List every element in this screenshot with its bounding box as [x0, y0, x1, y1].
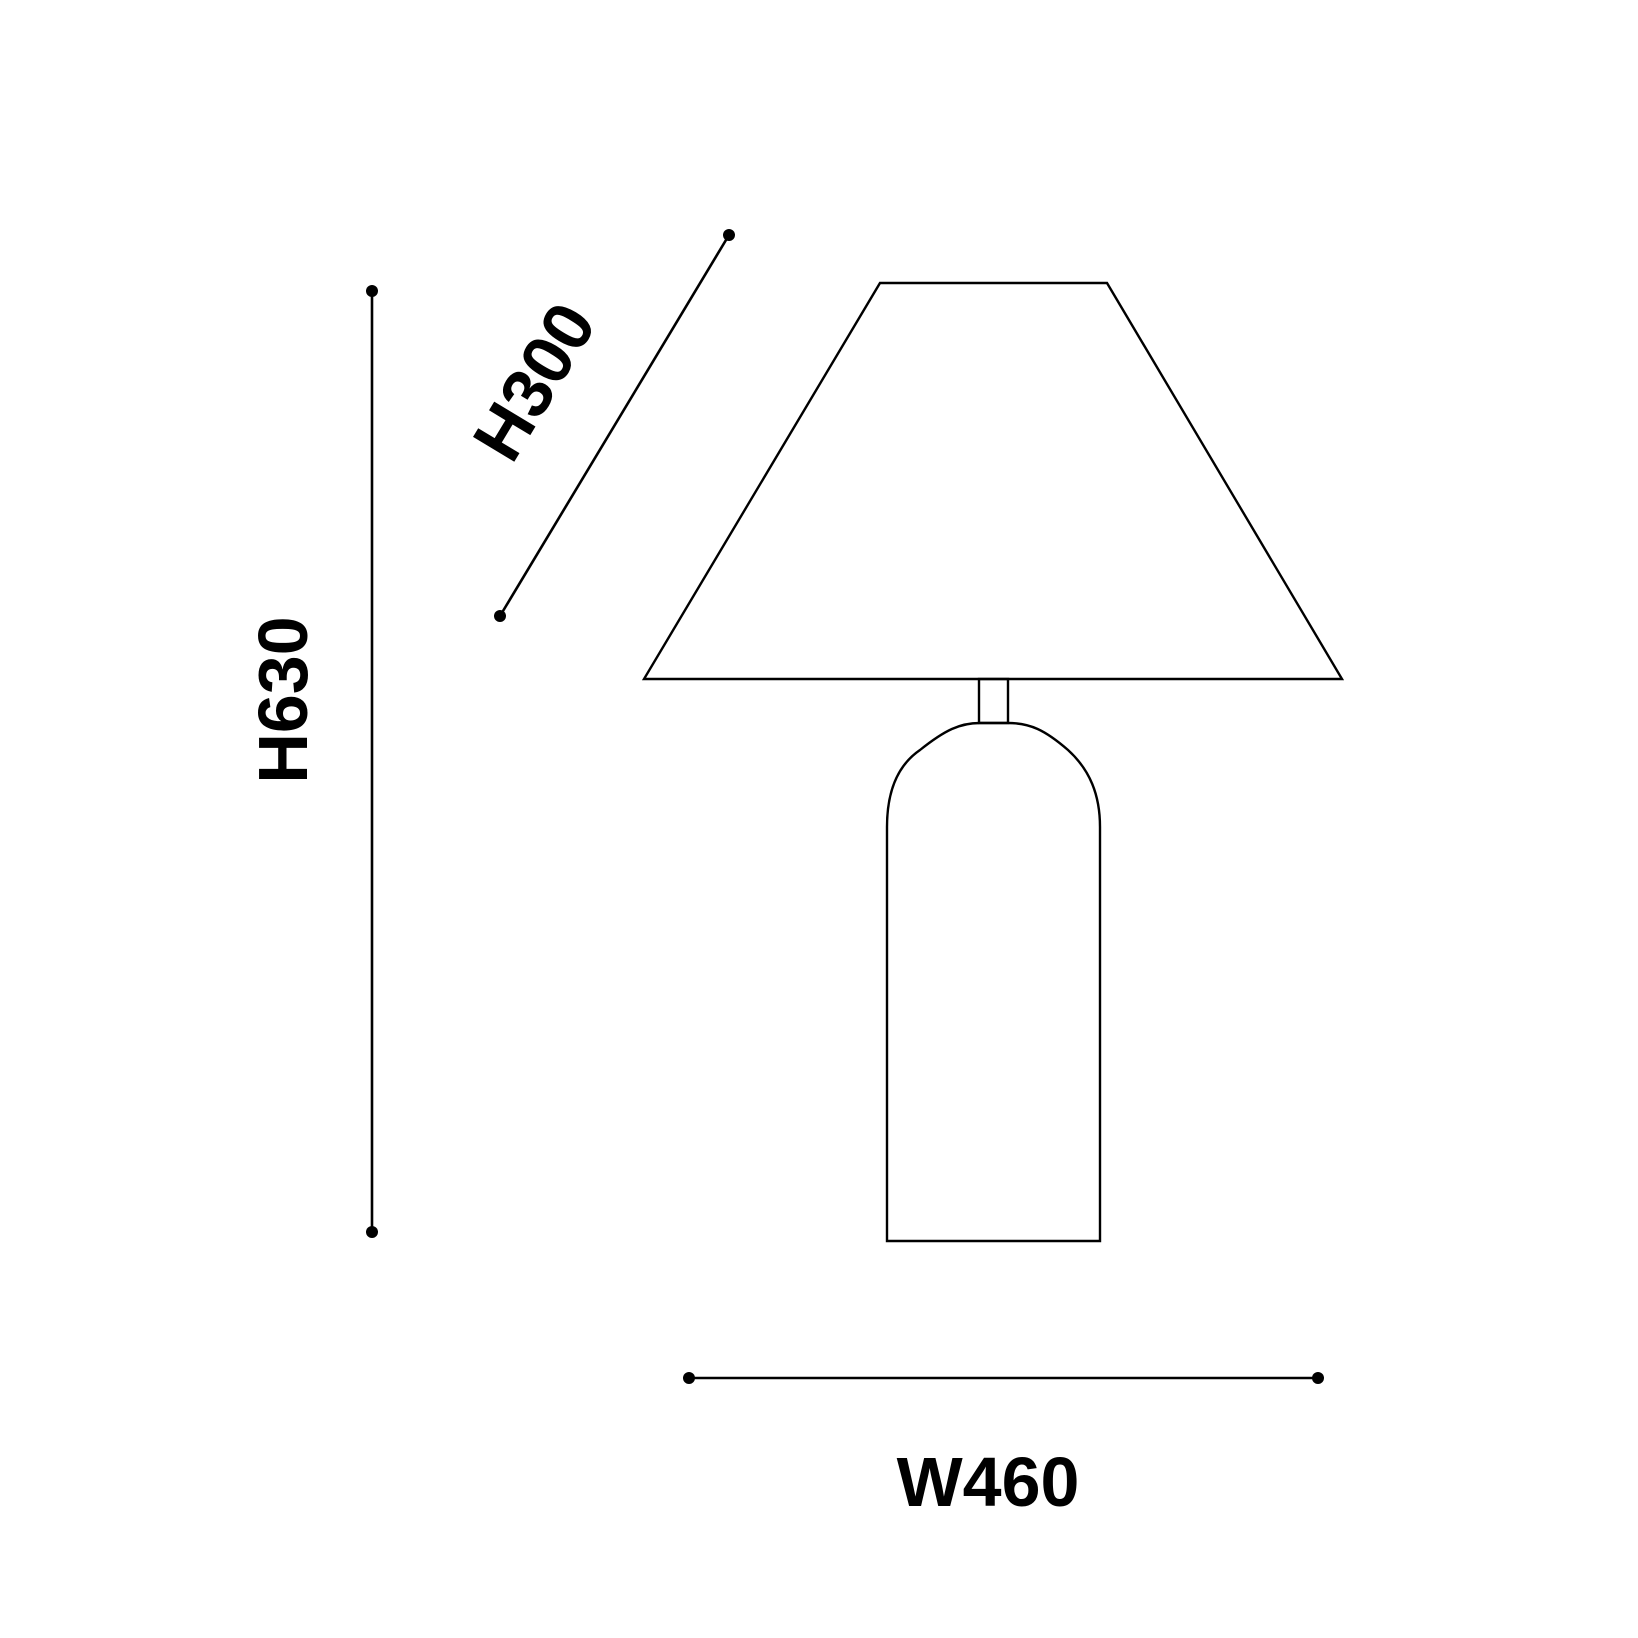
lamp-neck: [977, 677, 1010, 725]
shade-height-top-dot: [723, 229, 735, 241]
overall-height-top-dot: [366, 285, 378, 297]
shade-height-line: [498, 234, 731, 617]
shade-height-label: H300: [458, 290, 611, 474]
width-label: W460: [897, 1443, 1080, 1521]
lamp-shade: [641, 281, 1345, 681]
overall-height-bottom-dot: [366, 1226, 378, 1238]
width-right-dot: [1312, 1372, 1324, 1384]
shade-height-bottom-dot: [494, 610, 506, 622]
width-dimension: W460: [683, 1372, 1324, 1521]
overall-height-label: H630: [244, 616, 322, 783]
shade-height-dimension: H300: [458, 229, 735, 622]
lamp-base: [885, 721, 1102, 1243]
width-left-dot: [683, 1372, 695, 1384]
overall-height-dimension: H630: [244, 285, 378, 1238]
